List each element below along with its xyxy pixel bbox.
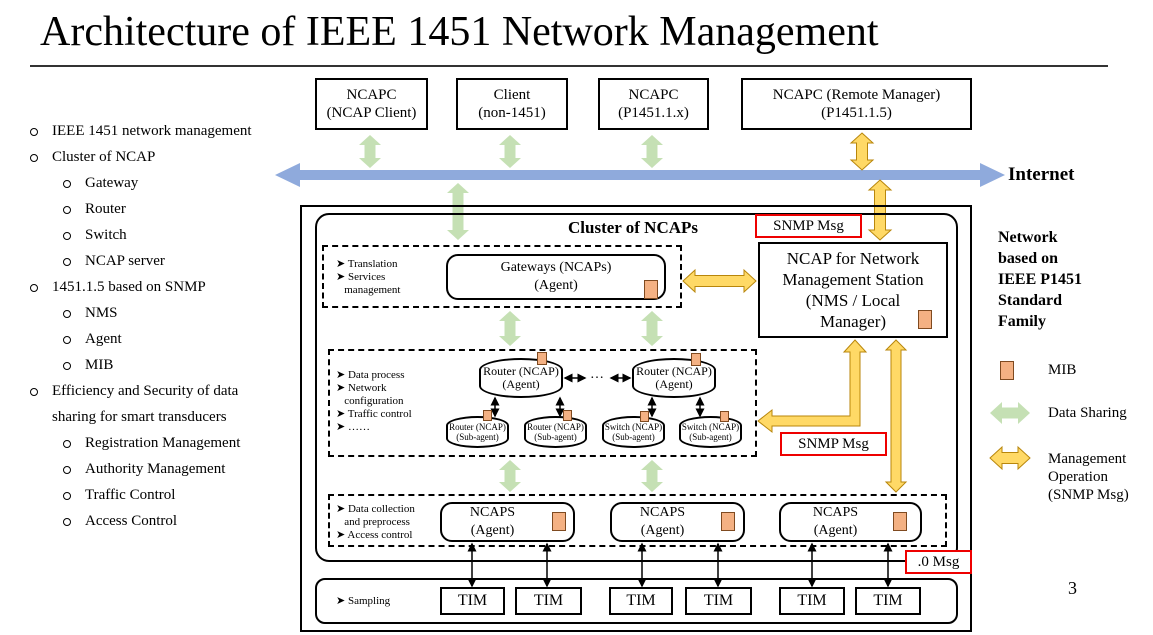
sub-agent-router-2: Router (NCAP)(Sub-agent) (524, 416, 587, 448)
ncapc-client-box: NCAPC(NCAP Client) (315, 78, 428, 130)
mib-icon (537, 352, 547, 365)
ellipsis: … (590, 367, 604, 382)
data-sharing-arrows (359, 135, 1030, 492)
bullet-item: NMS (63, 305, 118, 321)
bullet-item: Router (63, 201, 126, 217)
bullet-item: Traffic Control (62, 487, 176, 503)
bullet-item: Switch (63, 227, 127, 243)
router-agent-2: Router (NCAP)(Agent) (632, 358, 716, 398)
tim-box: TIM (685, 587, 752, 615)
client-non1451-box: Client(non-1451) (456, 78, 568, 130)
management-arrow (849, 132, 875, 171)
data-sharing-arrow (641, 460, 663, 492)
page-title: Architecture of IEEE 1451 Network Manage… (40, 9, 879, 55)
router-layer (328, 349, 757, 457)
mib-icon (720, 411, 729, 422)
internet-arrow (275, 163, 1005, 187)
router-notes: ➤ Data process➤ Network configuration➤ T… (336, 369, 412, 433)
title-rule (30, 65, 1108, 67)
cluster-title: Cluster of NCAPs (568, 218, 699, 237)
bullet-item: Authority Management (62, 461, 226, 477)
legend-mib-icon (1000, 361, 1014, 380)
data-sharing-arrow (499, 460, 521, 492)
tim-box: TIM (515, 587, 582, 615)
sub-agent-switch-1: Switch (NCAP)(Sub-agent) (602, 416, 665, 448)
data-sharing-arrow (447, 183, 469, 240)
bullet-item: Cluster of NCAP (29, 149, 156, 165)
sub-agent-switch-2: Switch (NCAP)(Sub-agent) (679, 416, 742, 448)
remote-manager-box: NCAPC (Remote Manager)(P1451.1.5) (741, 78, 972, 130)
bullet-item: Registration Management (62, 435, 241, 451)
legend-data-sharing-label: Data Sharing (1048, 405, 1127, 421)
bullet-item: Access Control (62, 513, 178, 529)
bullet-item: MIB (62, 357, 114, 373)
management-arrows (682, 132, 1031, 493)
data-sharing-arrow (499, 135, 521, 168)
gateway-notes: ➤ Translation➤ Services management (336, 258, 401, 296)
management-arrow (867, 179, 893, 241)
bullet-item: Gateway (62, 175, 139, 191)
gateways-box: Gateways (NCAPs)(Agent) (446, 254, 666, 300)
legend-data-sharing-icon (990, 402, 1030, 424)
dot0-msg-label: .0 Msg (905, 550, 972, 574)
mib-icon (644, 280, 658, 299)
data-sharing-arrow (641, 135, 663, 168)
bullet-item: 1451.1.5 based on SNMP (30, 279, 206, 295)
management-arrow (682, 268, 757, 294)
management-arrow (757, 339, 868, 434)
bullet-item: sharing for smart transducers (52, 409, 227, 425)
mib-icon (691, 353, 701, 366)
cluster-frame (315, 213, 958, 562)
sampling-layer (315, 578, 958, 624)
ncaps-layer (328, 494, 947, 547)
snmp-msg-label: SNMP Msg (755, 214, 862, 238)
bullet-item: NCAP server (63, 253, 165, 269)
ncapc-p1451-1x-box: NCAPC(P1451.1.x) (598, 78, 709, 130)
snmp-msg-label-2: SNMP Msg (780, 432, 887, 456)
data-sharing-arrow (641, 311, 663, 346)
legend-management-icon (989, 445, 1031, 471)
outer-frame (300, 205, 972, 632)
data-sharing-arrow (499, 311, 521, 346)
tim-box: TIM (440, 587, 505, 615)
gateway-layer (322, 245, 682, 308)
bullet-item: Agent (63, 331, 122, 347)
ncaps-box-2: NCAPS(Agent) (610, 502, 745, 542)
internet-label: Internet (1008, 164, 1075, 185)
sampling-note: ➤ Sampling (336, 595, 391, 607)
page-number: 3 (1068, 578, 1077, 598)
mib-icon (563, 410, 572, 421)
mib-icon (483, 410, 492, 421)
mib-icon (893, 512, 907, 531)
tim-box: TIM (855, 587, 921, 615)
legend-mib-label: MIB (1048, 362, 1077, 378)
bullet-item: Efficiency and Security of data (29, 383, 239, 399)
tim-box: TIM (609, 587, 673, 615)
mib-icon (552, 512, 566, 531)
mib-icon (918, 310, 932, 329)
bullet-item: IEEE 1451 network management (30, 123, 252, 139)
mib-icon (721, 512, 735, 531)
ncaps-notes: ➤ Data collection and preprocess➤ Access… (336, 503, 415, 541)
router-agent-1: Router (NCAP)(Agent) (479, 358, 563, 398)
data-sharing-arrow (359, 135, 381, 168)
tim-box: TIM (779, 587, 845, 615)
sub-agent-router-1: Router (NCAP)(Sub-agent) (446, 416, 509, 448)
mib-icon (640, 411, 649, 422)
management-arrow (884, 339, 908, 493)
